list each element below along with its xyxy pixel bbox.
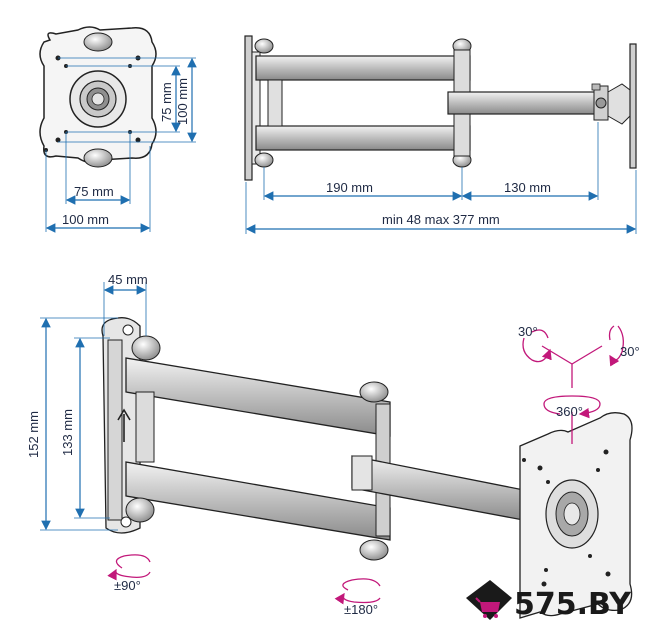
total-height-label: 152 mm [26,411,41,458]
side-view-dimension-lines [245,122,637,234]
vesa-plate-front-view [39,26,157,168]
wall-rotation-label: ±90° [114,578,141,593]
swivel-label: 360° [556,404,583,419]
arm-rotation-label: ±180° [344,602,378,617]
brand-logo-text: 575.BY [514,587,632,622]
arm1-length-label: 190 mm [326,180,373,195]
extension-range-label: min 48 max 377 mm [382,212,500,227]
side-view-mount [244,35,637,181]
arm2-length-label: 130 mm [504,180,551,195]
plate-height-label: 133 mm [60,409,75,456]
tilt-left-label: 30° [518,324,538,339]
rotation-arm-indicator [334,578,381,605]
depth-offset-label: 45 mm [108,272,148,287]
vesa-horizontal-inner-label: 75 mm [74,184,114,199]
brand-logo: 575.BY [466,580,632,622]
rotation-wall-indicator [107,554,151,581]
vesa-vertical-outer-label: 100 mm [175,78,190,125]
vesa-vertical-inner-label: 75 mm [159,82,174,122]
tilt-swivel-symbol [522,325,624,444]
vesa-dimension-lines [45,57,197,233]
perspective-dimension-lines [40,282,147,531]
perspective-mount [101,317,633,619]
tilt-right-label: 30° [620,344,640,359]
vesa-horizontal-outer-label: 100 mm [62,212,109,227]
